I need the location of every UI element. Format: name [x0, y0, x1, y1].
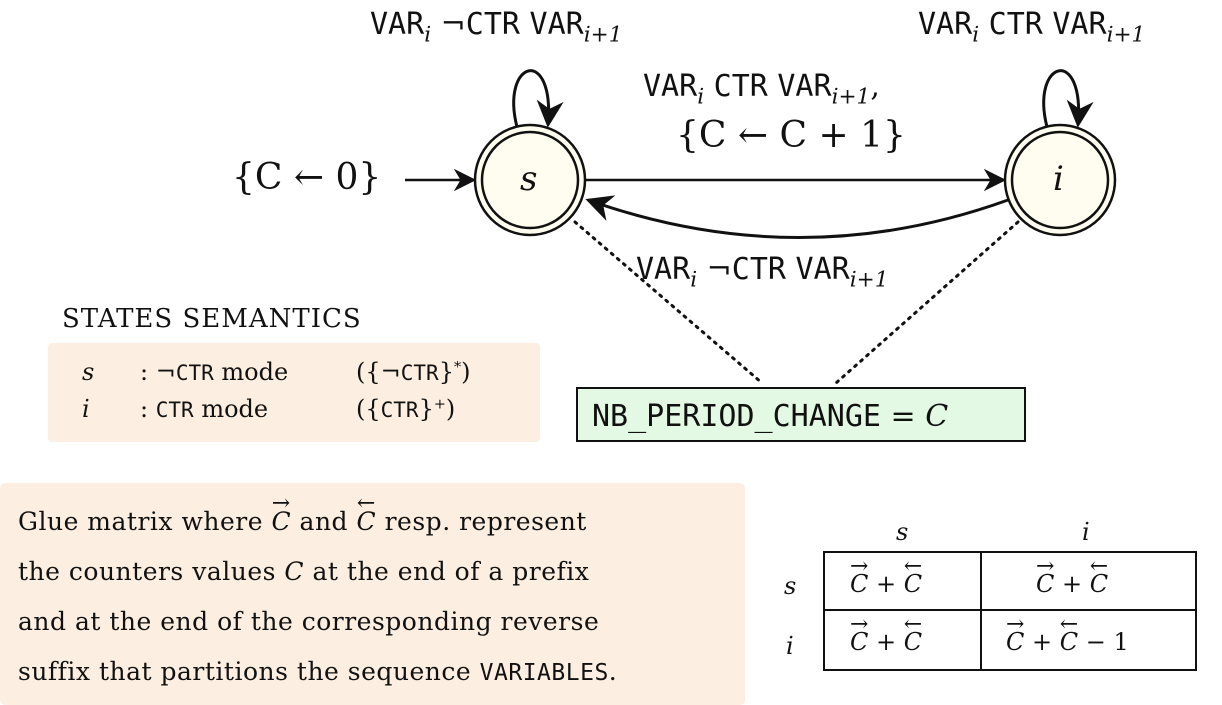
regex-end: )	[461, 358, 471, 386]
ctr: CTR	[175, 361, 214, 385]
i-s-var: VAR	[636, 252, 691, 287]
forward-counter-symbol: →C	[271, 491, 292, 536]
mode-word: mode	[221, 358, 289, 386]
glue-line-2b: at the end of a prefix	[312, 557, 590, 586]
s-i-var2: VAR	[777, 69, 832, 104]
glue-matrix-grid	[823, 551, 1197, 671]
s-i-sub-i: i	[697, 84, 705, 110]
semantics-mode-s: : ¬CTR mode	[140, 358, 288, 386]
edge-s-to-i-label: VARi CTR VARi+1,	[643, 72, 880, 108]
s-i-comma: ,	[870, 69, 880, 104]
regex-open: ({¬	[356, 358, 401, 386]
loop-i-var2: VAR	[1052, 7, 1107, 42]
states-semantics-box: s : ¬CTR mode ({¬CTR}*) i : CTR mode ({C…	[48, 343, 540, 442]
loop-i	[1042, 69, 1094, 128]
glue-line-2a: the counters values	[18, 557, 276, 586]
row-header-s: s	[784, 572, 797, 600]
s-i-ctr: CTR	[713, 69, 768, 104]
result-name: NB_PERIOD_CHANGE	[592, 399, 881, 434]
semantics-state-s: s	[82, 358, 95, 386]
glue-line-4: suffix that partitions the sequence VARI…	[18, 657, 617, 686]
regex-sup: +	[433, 396, 446, 413]
i-s-ctr: CTR	[731, 252, 786, 287]
colon: :	[140, 358, 149, 386]
loop-s-sub-next: i+1	[583, 22, 623, 48]
i-s-sub-i: i	[690, 267, 698, 293]
result-box: NB_PERIOD_CHANGE = C	[576, 387, 1026, 442]
semantics-mode-i: : CTR mode	[140, 395, 268, 423]
regex-end: )	[445, 395, 456, 423]
regex-ctr: CTR	[400, 361, 439, 385]
loop-i-label: VARi CTR VARi+1	[918, 10, 1145, 46]
glue-line-2: the counters values C at the end of a pr…	[18, 557, 589, 586]
glue-cell-s-s: →C + ←C	[850, 554, 923, 598]
ctr: CTR	[155, 398, 194, 422]
colon: :	[140, 395, 149, 423]
glue-matrix-table: s i s i →C + ←C →C + ←C →C + ←C →C + ←C …	[780, 510, 1200, 680]
col-header-s: s	[896, 518, 909, 546]
loop-s-ctr: CTR	[465, 7, 520, 42]
regex-open: ({	[356, 395, 381, 423]
result-value: C	[925, 399, 949, 434]
semantics-regex-s: ({¬CTR}*)	[356, 358, 471, 386]
glue-cell-i-s: →C + ←C	[850, 612, 923, 656]
s-i-var: VAR	[643, 69, 698, 104]
loop-s-label: VARi ¬CTR VARi+1	[370, 10, 622, 46]
regex-close: }	[438, 358, 454, 386]
neg: ¬	[155, 358, 176, 386]
regex-close: }	[418, 395, 434, 423]
loop-s	[512, 69, 564, 128]
glue-line-4-end: .	[608, 657, 618, 686]
state-i	[1003, 123, 1117, 237]
loop-i-sub-i: i	[972, 22, 980, 48]
states-semantics-title: STATES SEMANTICS	[62, 304, 362, 334]
loop-s-var: VAR	[370, 7, 425, 42]
edge-i-to-s	[585, 195, 1009, 239]
loop-s-sub-i: i	[424, 22, 432, 48]
glue-matrix-description: Glue matrix where →C and ←C resp. repres…	[0, 483, 745, 705]
dotted-link-i	[834, 220, 1020, 385]
semantics-state-i: i	[82, 395, 90, 423]
edge-s-to-i-update: {C ← C + 1}	[676, 115, 906, 156]
glue-line-1b: and	[299, 507, 349, 536]
initial-label: {C ← 0}	[232, 157, 382, 198]
loop-s-neg: ¬	[440, 7, 466, 42]
i-s-neg: ¬	[706, 252, 732, 287]
loop-i-ctr: CTR	[988, 7, 1043, 42]
semantics-regex-i: ({CTR}+)	[356, 395, 455, 423]
regex-sup: *	[453, 359, 462, 376]
backward-counter-symbol: ←C	[356, 491, 377, 536]
i-s-sub-next: i+1	[849, 267, 889, 293]
mode-word: mode	[201, 395, 269, 423]
col-header-i: i	[1082, 518, 1090, 546]
i-s-var2: VAR	[795, 252, 850, 287]
glue-cell-i-i: →C + ←C − 1	[1006, 612, 1129, 656]
result-formula: NB_PERIOD_CHANGE = C	[592, 399, 948, 434]
glue-line-2-var: C	[284, 557, 305, 586]
glue-line-1c: resp. represent	[384, 507, 587, 536]
glue-cell-s-i: →C + ←C	[1036, 554, 1109, 598]
s-i-sub-next: i+1	[831, 84, 871, 110]
state-i-label: i	[1053, 159, 1064, 199]
glue-line-1: Glue matrix where →C and ←C resp. repres…	[18, 491, 587, 536]
regex-ctr: CTR	[380, 398, 419, 422]
glue-line-1a: Glue matrix where	[18, 507, 263, 536]
dotted-link-s	[573, 220, 764, 385]
loop-i-sub-next: i+1	[1106, 22, 1146, 48]
edge-i-to-s-label: VARi ¬CTR VARi+1	[636, 255, 888, 291]
state-s	[473, 123, 587, 237]
glue-line-4a: suffix that partitions the sequence	[18, 657, 472, 686]
loop-i-var: VAR	[918, 7, 973, 42]
row-header-i: i	[786, 632, 794, 660]
glue-line-4-mono: VARIABLES	[479, 660, 609, 686]
result-eq: =	[890, 399, 916, 434]
loop-s-var2: VAR	[529, 7, 584, 42]
glue-line-3: and at the end of the corresponding reve…	[18, 607, 600, 636]
state-s-label: s	[520, 159, 538, 199]
